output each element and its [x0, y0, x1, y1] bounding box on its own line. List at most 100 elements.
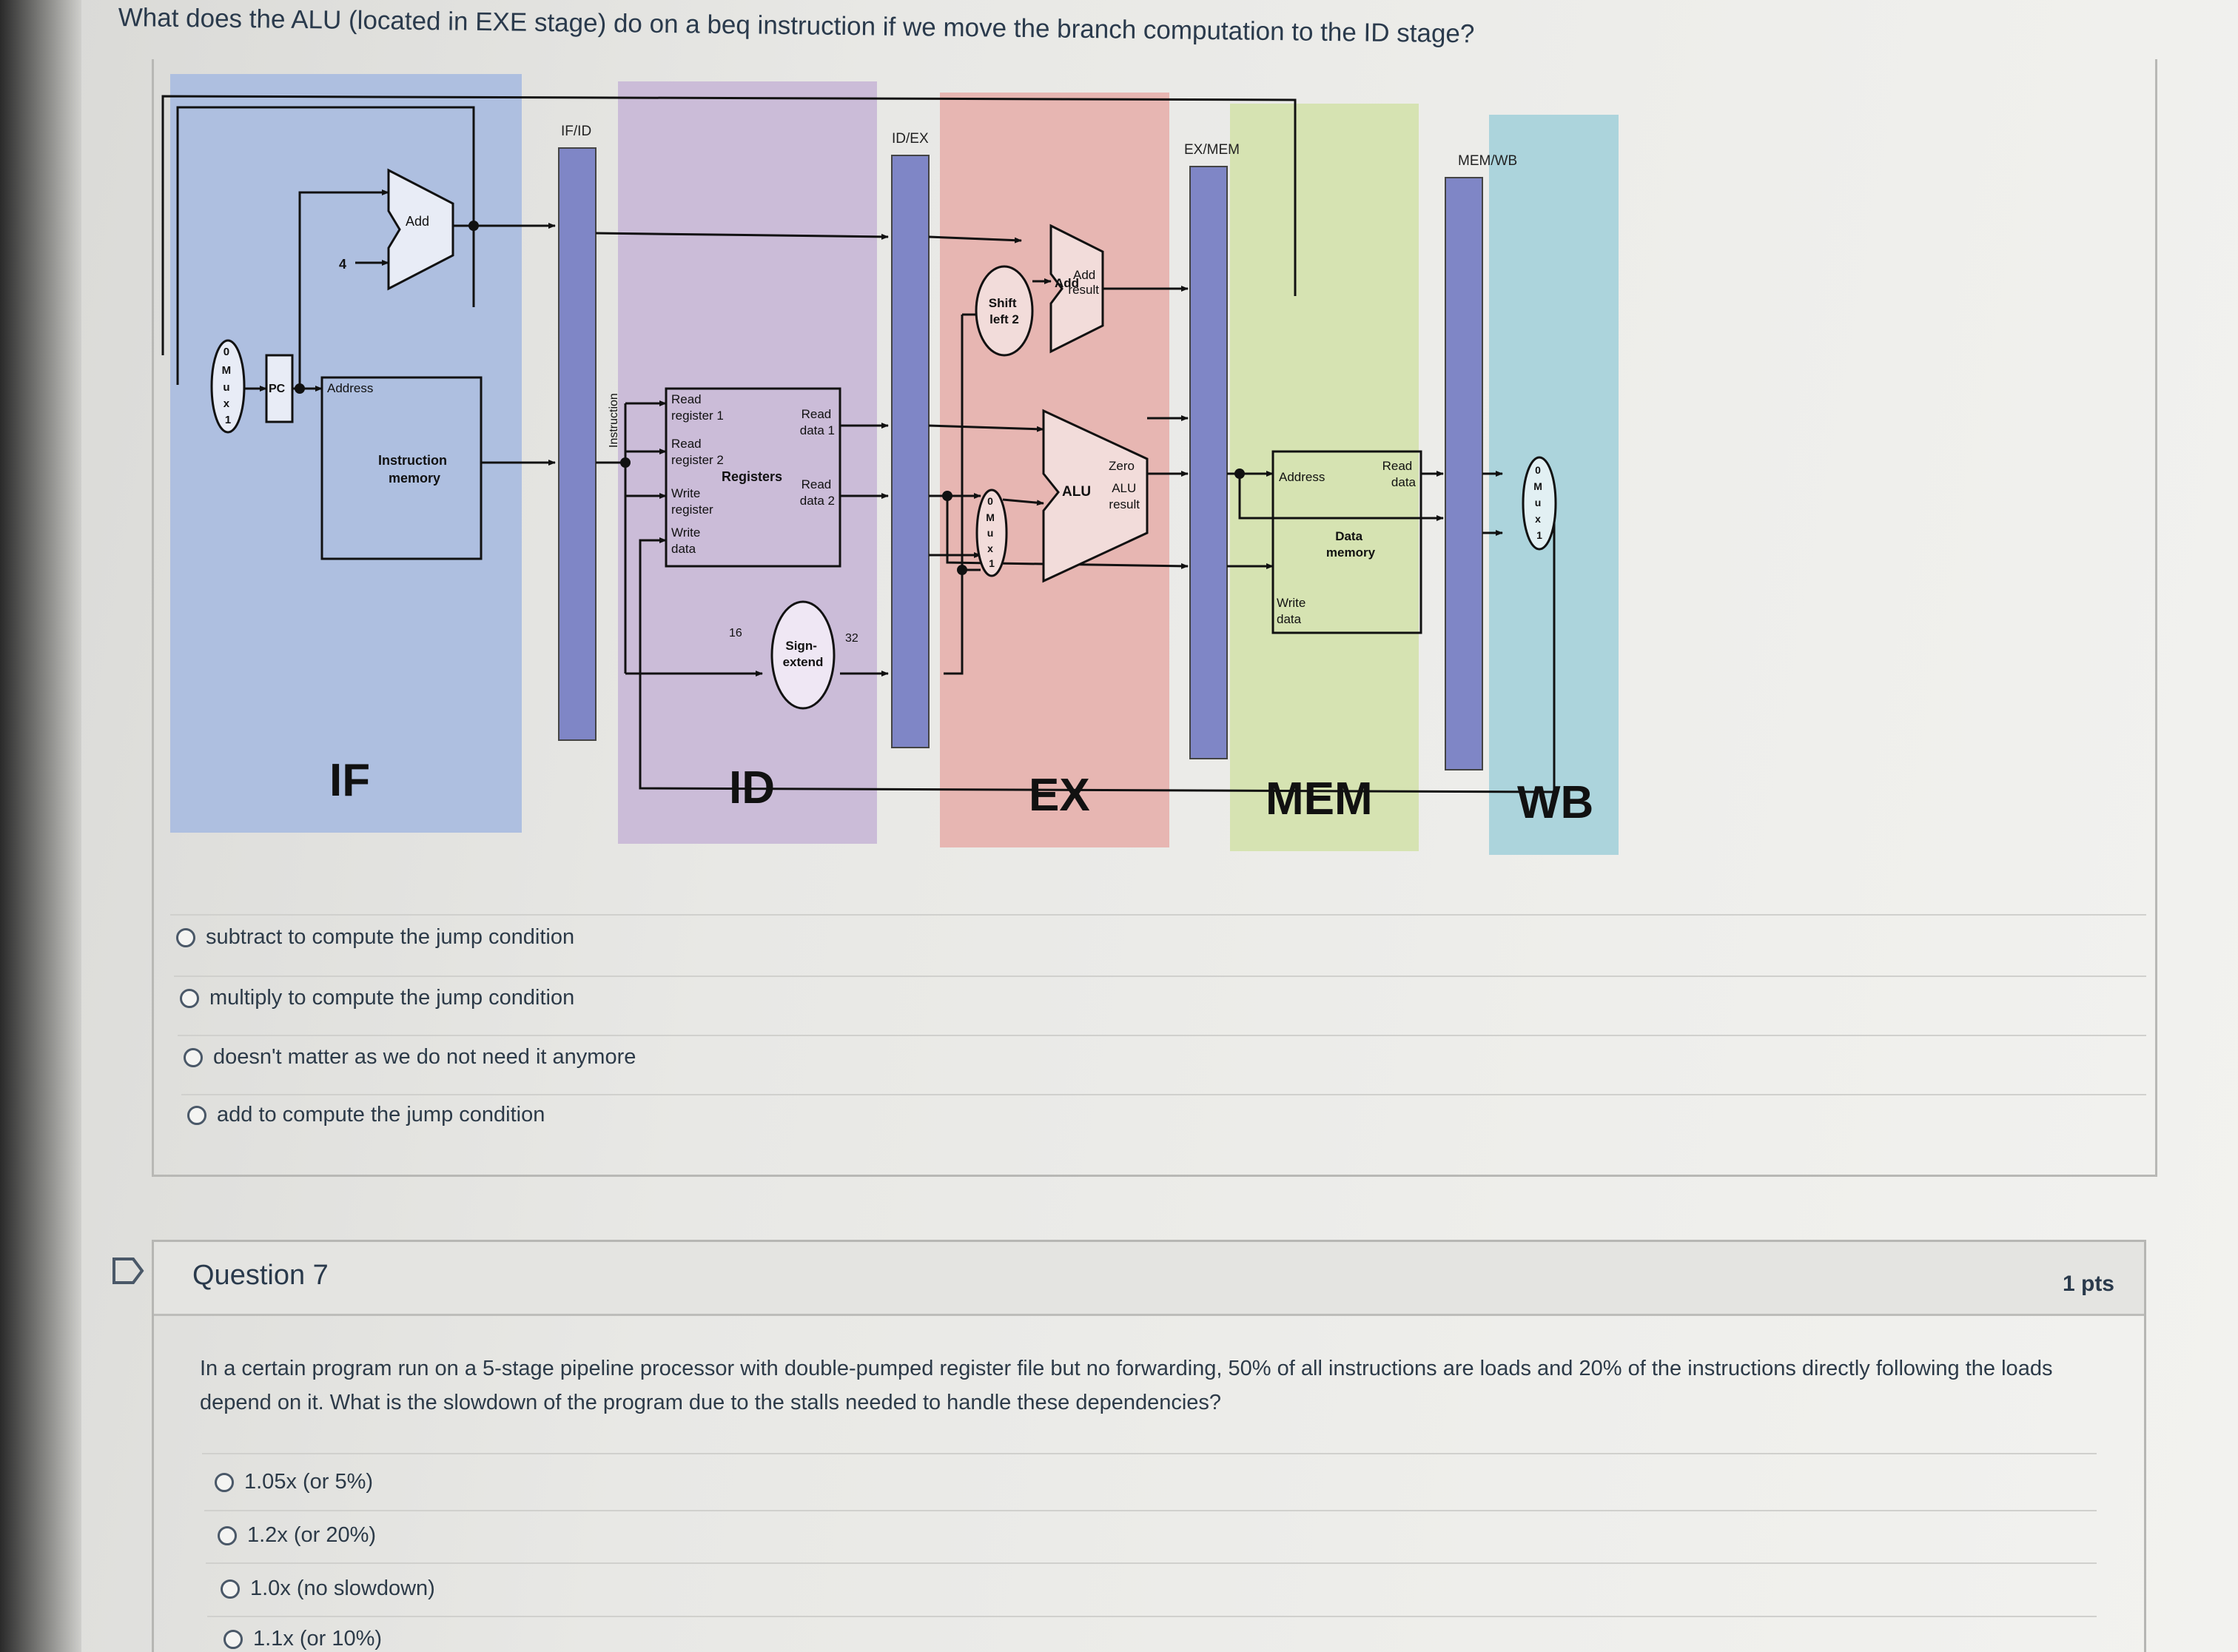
q6-option-4-label: add to compute the jump condition — [217, 1103, 545, 1126]
branch-adder — [1049, 224, 1104, 354]
sign-extend-label: Sign- extend — [783, 639, 824, 669]
q6-option-2[interactable]: multiply to compute the jump condition — [180, 986, 574, 1010]
radio-button[interactable] — [224, 1629, 243, 1649]
registers-label: Registers — [722, 469, 782, 484]
data-memory-label: Data memory — [1326, 529, 1376, 560]
q7-option-3[interactable]: 1.0x (no slowdown) — [221, 1577, 435, 1601]
q7-option-2[interactable]: 1.2x (or 20%) — [218, 1523, 376, 1548]
radio-button[interactable] — [218, 1525, 237, 1545]
data-memory — [1271, 450, 1422, 634]
q7-option-4-label: 1.1x (or 10%) — [253, 1627, 383, 1651]
stage-wb-label: WB — [1517, 777, 1593, 828]
option-separator — [178, 1035, 2146, 1036]
alu — [1042, 409, 1149, 583]
option-separator — [206, 1562, 2097, 1564]
q7-option-4[interactable]: 1.1x (or 10%) — [224, 1627, 382, 1651]
instruction-memory — [320, 376, 483, 560]
alu-label: ALU — [1062, 484, 1091, 500]
mem-wb-label: MEM/WB — [1458, 153, 1517, 169]
bit-width-32: 32 — [845, 632, 858, 645]
bit-width-16: 16 — [729, 627, 742, 639]
radio-button[interactable] — [176, 927, 195, 947]
write-data-label: Write data — [671, 526, 704, 556]
mem-write-data-label: Write data — [1277, 596, 1309, 626]
constant-four: 4 — [339, 257, 346, 272]
sign-extend-unit — [770, 600, 836, 710]
id-ex-register — [891, 155, 930, 748]
instr-mem-address-label: Address — [327, 381, 373, 395]
pc-mux-label: 0 M u x 1 — [222, 346, 235, 426]
q6-option-3-label: doesn't matter as we do not need it anym… — [213, 1045, 636, 1069]
option-separator — [170, 914, 2146, 916]
register-file — [665, 387, 841, 568]
radio-button[interactable] — [184, 1047, 203, 1067]
q6-option-4[interactable]: add to compute the jump condition — [187, 1103, 545, 1127]
alu-input-mux — [975, 488, 1008, 577]
read-register-2-label: Read register 2 — [671, 437, 724, 467]
q6-option-1-label: subtract to compute the jump condition — [206, 925, 575, 949]
stage-ex-label: EX — [1029, 770, 1090, 821]
q6-option-3[interactable]: doesn't matter as we do not need it anym… — [184, 1045, 636, 1070]
ex-mem-register — [1189, 166, 1228, 759]
q6-option-2-label: multiply to compute the jump condition — [209, 986, 575, 1010]
question-7-header: Question 7 1 pts — [154, 1242, 2144, 1316]
monitor-bezel — [0, 0, 81, 1652]
id-ex-label: ID/EX — [892, 131, 929, 147]
mem-wb-register — [1445, 177, 1483, 770]
instruction-bus-label: Instruction — [608, 393, 620, 448]
read-data-2-label: Read data 2 — [800, 477, 835, 508]
stage-mem-background — [1230, 104, 1419, 851]
shift-left-2-unit — [975, 265, 1034, 357]
alu-result-label: ALU result — [1109, 481, 1140, 511]
stage-mem-label: MEM — [1266, 773, 1373, 825]
stage-id-background — [618, 81, 877, 844]
q7-option-1[interactable]: 1.05x (or 5%) — [215, 1470, 373, 1494]
wb-mux-label: 0 M u x 1 — [1533, 464, 1545, 541]
pc-register — [265, 354, 294, 423]
pipeline-datapath-diagram: IF/ID ID/EX EX/MEM MEM/WB — [161, 74, 1619, 855]
stage-if-background — [170, 74, 522, 833]
alu-mux-label: 0 M u x 1 — [986, 495, 998, 569]
question-7-points: 1 pts — [2062, 1272, 2114, 1296]
pc-label: PC — [269, 383, 286, 395]
write-register-label: Write register — [671, 486, 713, 517]
radio-button[interactable] — [221, 1579, 240, 1599]
shift-left-2-label: Shift left 2 — [989, 296, 1021, 326]
q7-option-3-label: 1.0x (no slowdown) — [250, 1577, 435, 1600]
pc-adder — [387, 168, 454, 291]
question-6-card — [152, 59, 2157, 1177]
radio-button[interactable] — [187, 1105, 206, 1125]
writeback-mux — [1522, 456, 1557, 551]
instruction-memory-label: Instruction memory — [378, 453, 451, 486]
option-separator — [181, 1094, 2146, 1095]
option-separator — [204, 1510, 2097, 1511]
mem-read-data-label: Read data — [1382, 459, 1417, 489]
ex-mem-label: EX/MEM — [1184, 142, 1240, 158]
read-data-1-label: Read data 1 — [800, 407, 835, 437]
question-7-card: Question 7 1 pts In a certain program ru… — [152, 1240, 2146, 1652]
radio-button[interactable] — [180, 988, 199, 1008]
q7-option-2-label: 1.2x (or 20%) — [247, 1523, 377, 1547]
question-7-title: Question 7 — [192, 1260, 329, 1291]
question-6-prompt: What does the ALU (located in EXE stage)… — [118, 3, 1475, 49]
question-7-prompt: In a certain program run on a 5-stage pi… — [200, 1357, 2053, 1414]
pc-adder-label: Add — [406, 214, 429, 229]
read-register-1-label: Read register 1 — [671, 392, 724, 423]
option-separator — [174, 976, 2146, 977]
branch-adder-label: Add — [1055, 276, 1079, 290]
option-separator — [207, 1616, 2097, 1617]
add-result-label: Add result — [1068, 268, 1099, 297]
if-id-label: IF/ID — [561, 124, 591, 139]
pc-mux — [210, 339, 246, 434]
stage-id-label: ID — [729, 762, 775, 813]
radio-button[interactable] — [215, 1472, 234, 1492]
zero-label: Zero — [1109, 459, 1135, 473]
if-id-register — [558, 147, 597, 741]
flag-question-icon[interactable] — [111, 1256, 145, 1286]
q7-option-1-label: 1.05x (or 5%) — [244, 1470, 374, 1494]
option-separator — [202, 1453, 2097, 1454]
q6-option-1[interactable]: subtract to compute the jump condition — [176, 925, 574, 950]
stage-if-label: IF — [329, 755, 370, 806]
data-memory-address-label: Address — [1279, 470, 1325, 484]
